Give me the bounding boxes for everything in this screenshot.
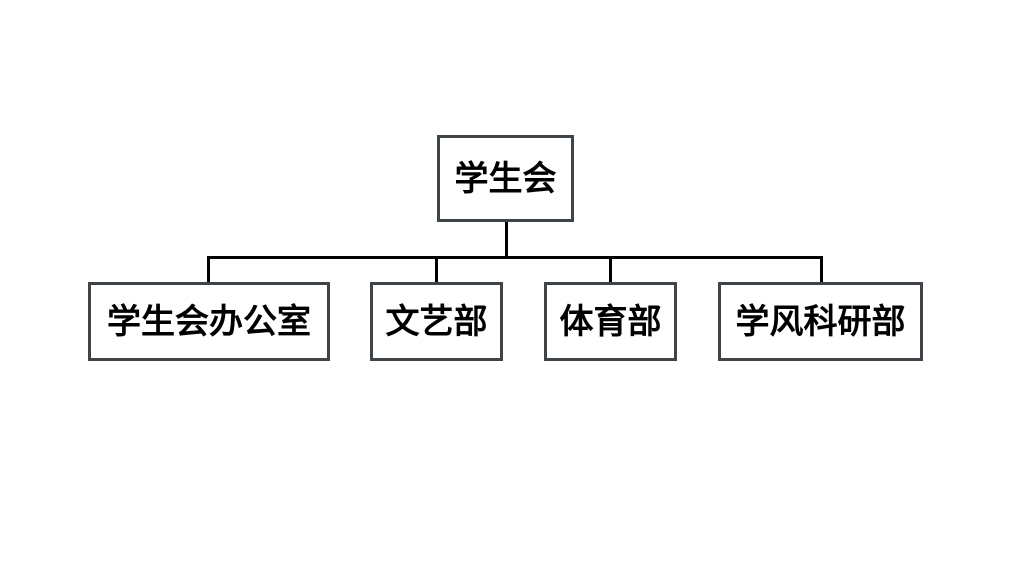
child-node-office: 学生会办公室 bbox=[88, 282, 330, 361]
connector-root-down bbox=[505, 221, 508, 259]
connector-child-1 bbox=[207, 256, 210, 284]
child-node-label: 学生会办公室 bbox=[107, 301, 311, 342]
child-node-academic: 学风科研部 bbox=[718, 282, 923, 361]
connector-horizontal-bar bbox=[207, 256, 823, 259]
child-node-label: 体育部 bbox=[559, 301, 662, 342]
root-node: 学生会 bbox=[437, 135, 574, 222]
child-node-sports: 体育部 bbox=[544, 282, 677, 361]
connector-child-2 bbox=[435, 256, 438, 284]
child-node-label: 文艺部 bbox=[385, 301, 488, 342]
connector-child-4 bbox=[820, 256, 823, 284]
connector-child-3 bbox=[609, 256, 612, 284]
child-node-label: 学风科研部 bbox=[735, 301, 906, 342]
child-node-arts: 文艺部 bbox=[370, 282, 503, 361]
root-node-label: 学生会 bbox=[454, 158, 557, 199]
